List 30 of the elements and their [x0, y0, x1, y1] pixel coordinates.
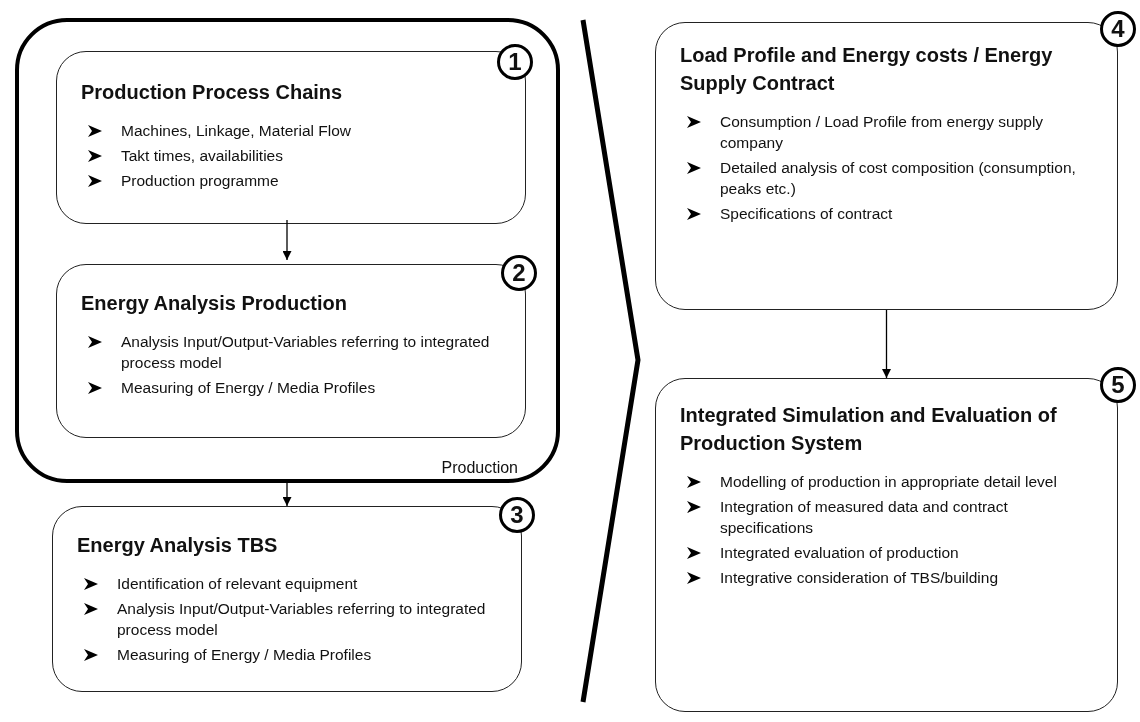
bullet-text: Analysis Input/Output-Variables referring to integrated process model — [117, 599, 487, 640]
bullet-text: Consumption / Load Profile from energy supply company — [720, 112, 1045, 153]
callout-number: 3 — [499, 497, 535, 533]
callout-number: 2 — [501, 255, 537, 291]
bullet-text: Specifications of contract — [720, 204, 894, 224]
bullet-text: Measuring of Energy / Media Profiles — [121, 378, 377, 398]
bullet-text: Integrated evaluation of production — [720, 543, 960, 563]
bullet-text: Analysis Input/Output-Variables referring to integrated process model — [121, 332, 491, 373]
bullet-text: Machines, Linkage, Material Flow — [121, 121, 353, 141]
box-title: Production Process Chains — [81, 80, 344, 105]
bullet-text: Modelling of production in appropriate detail level — [720, 472, 1057, 492]
group-frame — [15, 18, 560, 483]
box-title: Energy Analysis Production — [81, 291, 348, 316]
bullet-text: Takt times, availabilities — [121, 146, 284, 166]
bullet-text: Integration of measured data and contract specifications — [720, 497, 1009, 538]
bullet-text: Measuring of Energy / Media Profiles — [117, 645, 373, 665]
arrow — [882, 309, 891, 379]
bullet-text: Detailed analysis of cost composition (consumption, peaks etc.) — [720, 158, 1077, 199]
arrow — [282, 482, 292, 507]
bullet-text: Production programme — [121, 171, 280, 191]
bullet-text: Integrative consideration of TBS/building — [720, 568, 1000, 588]
box-title: Load Profile and Energy costs / Energy Supply Contract — [680, 43, 1054, 96]
group-label: Production — [441, 458, 518, 478]
bullet-text: Identification of relevant equipment — [117, 574, 359, 594]
callout-number: 4 — [1100, 11, 1136, 47]
callout-number: 1 — [497, 44, 533, 80]
arrow — [282, 219, 292, 261]
box-title: Energy Analysis TBS — [77, 533, 279, 558]
box-title: Integrated Simulation and Evaluation of Production System — [680, 403, 1057, 456]
callout-number: 5 — [1100, 367, 1136, 403]
